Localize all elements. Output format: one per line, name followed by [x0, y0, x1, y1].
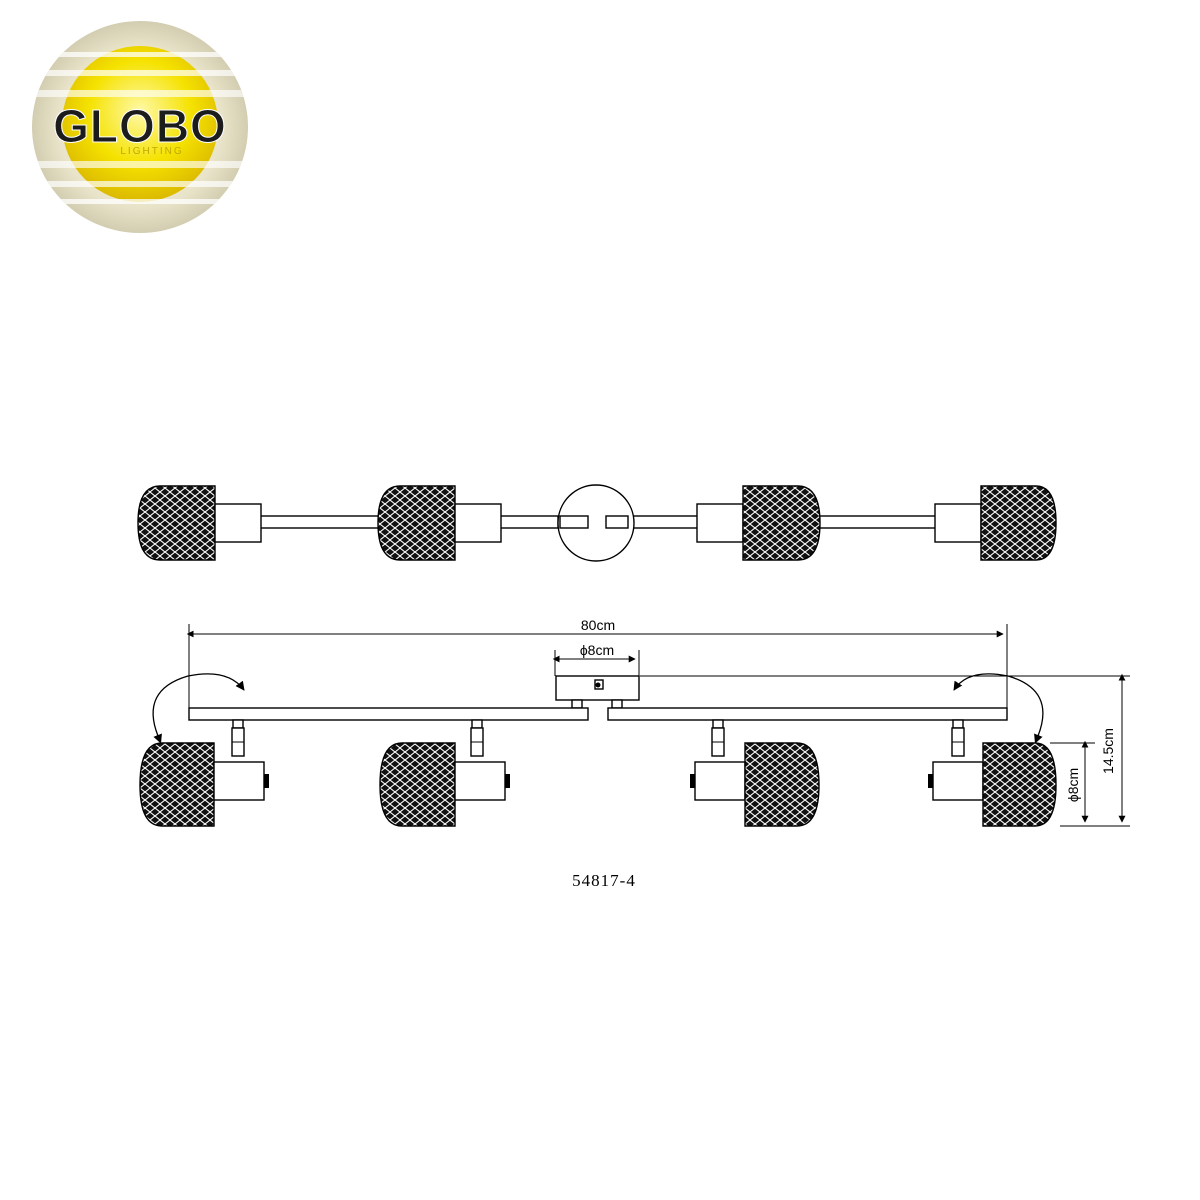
- top-spot-1: [137, 485, 262, 561]
- top-canopy: [557, 484, 635, 562]
- front-shade-2: [379, 742, 456, 827]
- rotation-arrow-left: [152, 673, 245, 744]
- dimension-shade-label: ϕ8cm: [1065, 768, 1081, 802]
- top-holder-2: [454, 503, 502, 543]
- top-view: [137, 484, 1057, 562]
- top-spot-3: [696, 485, 821, 561]
- top-holder-3: [696, 503, 744, 543]
- rotation-arrow-right: [953, 673, 1044, 744]
- top-shade-3: [742, 485, 821, 561]
- globo-logo: GLOBO LIGHTING: [32, 21, 248, 233]
- front-holder-3: [694, 761, 746, 801]
- logo-tagline: LIGHTING: [120, 146, 183, 157]
- front-spot-4: [928, 719, 1057, 827]
- front-shade-1: [139, 742, 215, 827]
- front-holder-2: [454, 761, 506, 801]
- logo-stripes: [32, 52, 248, 204]
- model-number: 54817-4: [572, 871, 636, 890]
- top-holder-1: [214, 503, 262, 543]
- top-spot-2: [377, 485, 502, 561]
- front-canopy-stem-right: [611, 699, 623, 709]
- front-spot-3: [690, 719, 820, 827]
- front-holder-4: [932, 761, 984, 801]
- dimension-length-label: 80cm: [581, 617, 615, 633]
- front-canopy-screw-head: [595, 682, 601, 688]
- dimension-canopy: ϕ8cm: [552, 642, 640, 676]
- dimension-canopy-label: ϕ8cm: [580, 642, 614, 658]
- top-bar-right: [813, 515, 940, 529]
- dimension-length: 80cm: [186, 617, 1008, 710]
- top-canopy-connector-right: [605, 515, 629, 529]
- top-holder-4: [934, 503, 982, 543]
- top-bar-left: [257, 515, 384, 529]
- front-spot-2: [379, 719, 510, 827]
- top-shade-4: [980, 485, 1057, 561]
- front-spot-1: [139, 719, 269, 827]
- front-shade-4: [982, 742, 1057, 827]
- front-shade-3: [744, 742, 820, 827]
- front-canopy-stem-left: [571, 699, 583, 709]
- top-spot-4: [934, 485, 1057, 561]
- front-holder-1: [213, 761, 265, 801]
- top-shade-1: [137, 485, 216, 561]
- front-bar-right: [607, 707, 1008, 721]
- dimension-height-label: 14.5cm: [1100, 728, 1116, 774]
- top-canopy-connector-left: [559, 515, 589, 529]
- top-shade-2: [377, 485, 456, 561]
- front-view: [139, 673, 1057, 827]
- logo-wordmark: GLOBO: [53, 100, 227, 152]
- front-bar-left: [188, 707, 589, 721]
- dimension-height: 14.5cm: [640, 673, 1130, 827]
- top-bar-mid-left: [497, 515, 559, 529]
- dimension-shade: ϕ8cm: [1050, 740, 1095, 823]
